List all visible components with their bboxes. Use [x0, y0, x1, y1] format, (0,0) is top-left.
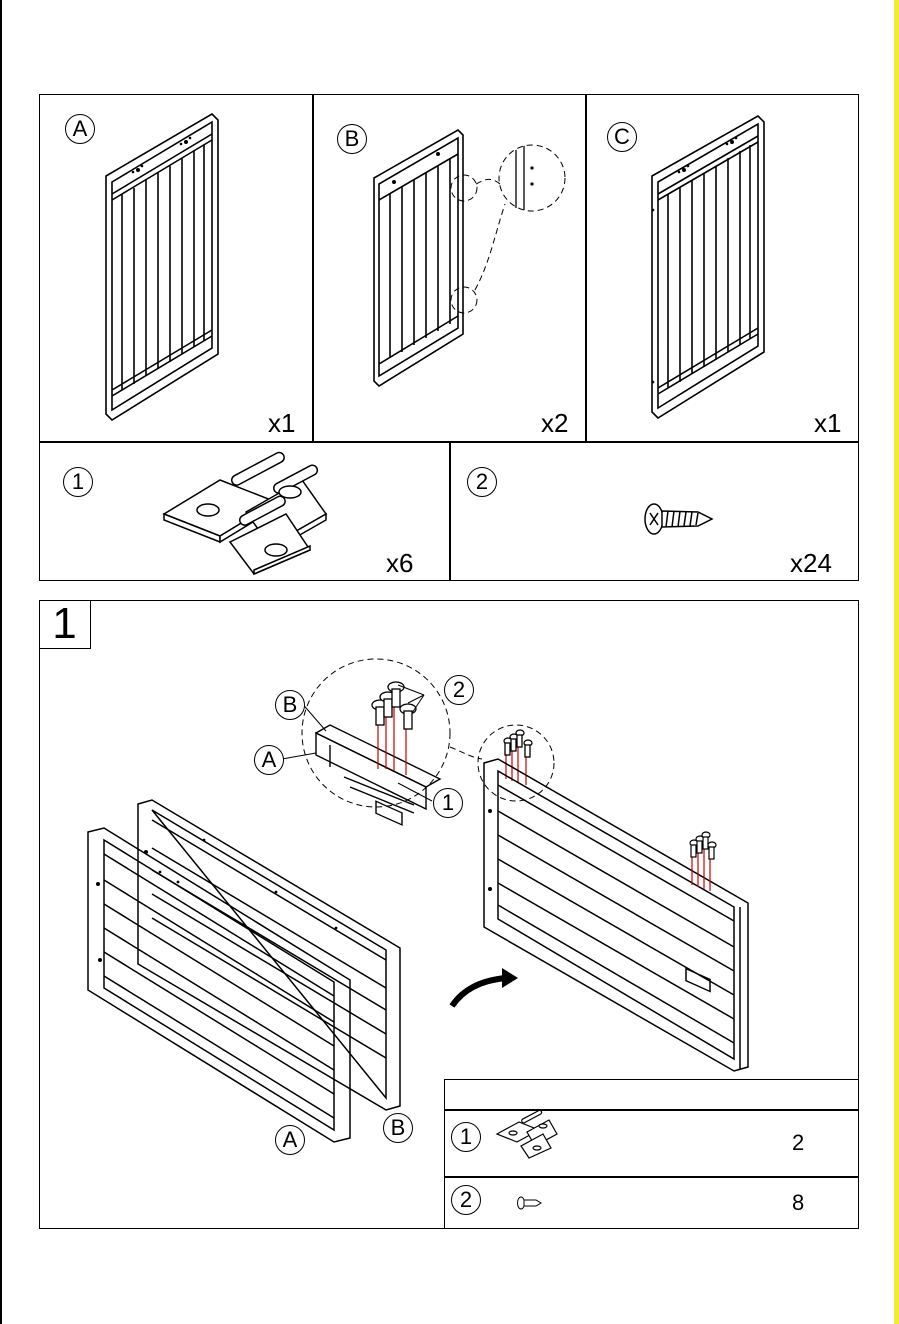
table-row-1-qty: 2: [792, 1130, 804, 1156]
panel-label-b: B: [383, 1113, 413, 1143]
hardware-1-label: 1: [63, 467, 93, 497]
table-row-1-id: 1: [451, 1122, 481, 1152]
divider: [312, 95, 314, 442]
part-b-label: B: [337, 124, 367, 154]
part-a-panel-drawing: [100, 108, 225, 423]
callout-panel-b: B: [275, 690, 305, 720]
callout-screw: 2: [444, 675, 474, 705]
hinge-icon: [495, 1114, 559, 1160]
part-b-detail-callout: [450, 142, 575, 322]
table-row-divider: [445, 1176, 858, 1178]
callout-panel-a: A: [254, 745, 284, 775]
hardware-1-qty: x6: [386, 550, 413, 576]
page-edge-right: [894, 0, 899, 1324]
part-a-label: A: [65, 114, 95, 144]
table-row-2-qty: 8: [792, 1190, 804, 1216]
panel-label-a: A: [275, 1125, 305, 1155]
hinge-icon: [160, 462, 335, 577]
divider: [585, 95, 587, 442]
panels-a-b-drawing: [86, 800, 406, 1140]
hardware-2-label: 2: [467, 467, 497, 497]
part-c-qty: x1: [814, 410, 841, 436]
part-c-label: C: [607, 122, 637, 152]
screw-icon: [516, 1196, 542, 1210]
table-row-2-id: 2: [451, 1185, 481, 1215]
part-c-panel-drawing: [646, 110, 771, 420]
part-a-qty: x1: [268, 410, 295, 436]
part-b-qty: x2: [541, 410, 568, 436]
divider: [449, 442, 451, 580]
hardware-2-qty: x24: [790, 550, 832, 576]
table-row-divider: [445, 1109, 858, 1111]
assembled-gate-drawing: [480, 755, 755, 1073]
page-edge-left: [0, 0, 2, 1324]
step-number: 1: [39, 600, 91, 649]
callout-hinge: 1: [433, 788, 463, 818]
screw-icon: [640, 500, 720, 538]
